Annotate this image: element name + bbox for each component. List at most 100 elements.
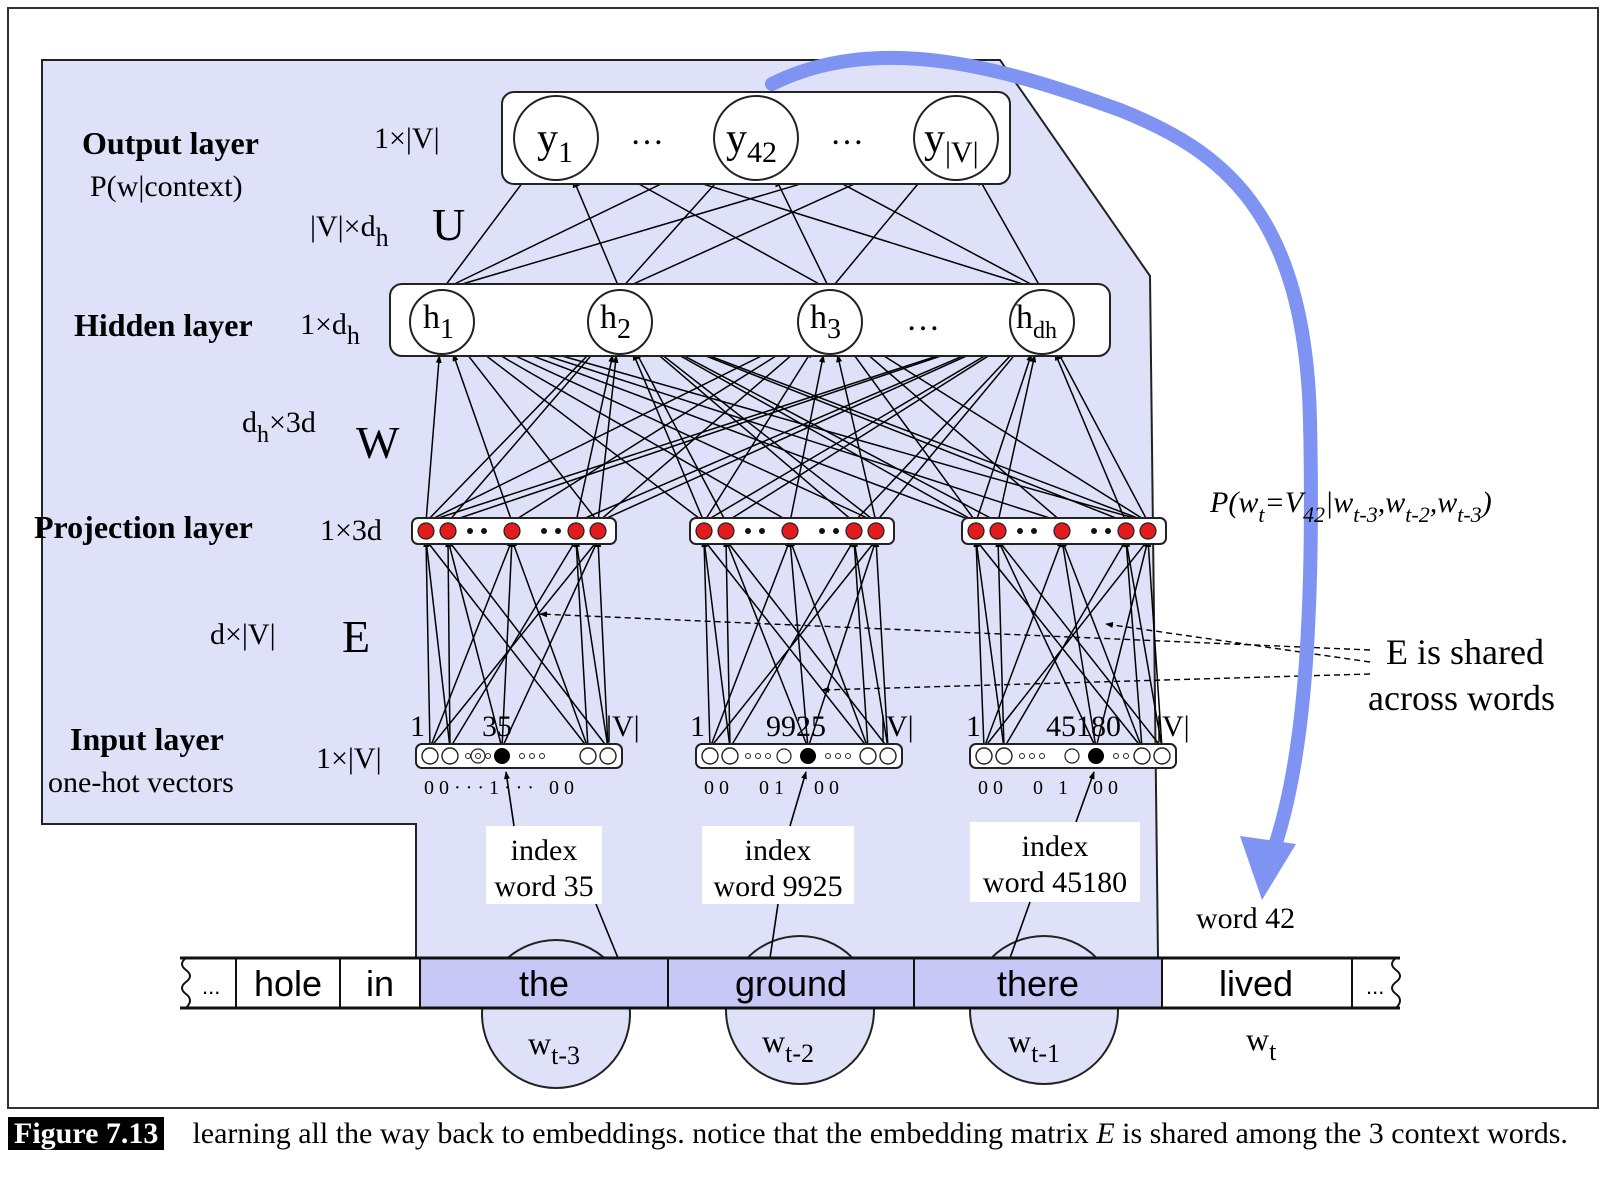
input-node <box>721 747 739 765</box>
projection-node <box>503 522 521 540</box>
input-node <box>599 747 617 765</box>
index-2-line1: index <box>745 834 812 867</box>
input-node <box>1064 748 1080 764</box>
seq-cell-5: there <box>997 963 1079 1004</box>
hidden-layer-dim: 1×dh <box>300 308 360 350</box>
input-dot <box>539 753 545 759</box>
projection-dot <box>1017 528 1023 534</box>
pos-label-3: wt-1 <box>1008 1023 1060 1068</box>
output-ellipsis-2: … <box>830 115 864 152</box>
e-matrix-name: E <box>342 611 370 662</box>
input-3-last: |V| <box>1156 710 1190 743</box>
hidden-node-h3: h3 <box>797 289 863 355</box>
seq-cell-2: in <box>366 963 394 1004</box>
svg-text:y|V|: y|V| <box>924 116 979 169</box>
hidden-layer-box <box>389 283 1111 357</box>
input-dot <box>1019 753 1025 759</box>
projection-layer <box>411 517 1167 545</box>
w-dim: dh×3d <box>242 406 316 448</box>
u-matrix-name: U <box>432 199 465 250</box>
caption-emphasis: E <box>1096 1117 1115 1150</box>
seq-cell-6: lived <box>1219 963 1293 1004</box>
projection-dot <box>555 528 561 534</box>
input-dot <box>1123 753 1129 759</box>
word-sequence: ... hole in the ground there lived ... <box>180 956 1401 1010</box>
u-dim: |V|×dh <box>310 210 389 252</box>
probability-label: P(wt=V42|wt-3,wt-2,wt-3) <box>1209 486 1492 527</box>
pos-label-4: wt <box>1246 1021 1277 1066</box>
input-dot <box>1029 753 1035 759</box>
pos-label-2: wt-2 <box>762 1023 814 1068</box>
figure-label: Figure 7.13 <box>8 1117 165 1150</box>
projection-dot <box>1031 528 1037 534</box>
projection-node <box>717 522 735 540</box>
input-2-bits: 0 0 0 1 0 0 <box>704 777 839 799</box>
projection-node <box>1117 522 1135 540</box>
input-node <box>975 747 993 765</box>
projection-dot <box>541 528 547 534</box>
projection-dot <box>759 528 765 534</box>
index-box-1 <box>486 826 602 904</box>
projection-node <box>867 522 885 540</box>
feedback-arrow <box>765 50 1318 867</box>
index-1-line2: word 35 <box>494 870 593 903</box>
projection-dot <box>833 528 839 534</box>
output-node-y1: y1 <box>513 95 599 181</box>
input-layer-title: Input layer <box>70 721 224 757</box>
input-node <box>776 748 792 764</box>
projection-node <box>1139 522 1157 540</box>
projection-layer-dim: 1×3d <box>320 514 382 547</box>
input-node <box>701 747 719 765</box>
input-1-first: 1 <box>410 710 425 743</box>
input-dot <box>745 753 751 759</box>
projection-node <box>589 522 607 540</box>
svg-text:h3: h3 <box>810 299 841 345</box>
caption-text-2: is shared among the 3 context words. <box>1114 1117 1568 1150</box>
svg-text:h2: h2 <box>600 299 631 345</box>
hidden-ellipsis: … <box>906 301 940 338</box>
projection-dot <box>745 528 751 534</box>
word42-label: word 42 <box>1196 902 1295 935</box>
input-dot <box>825 753 831 759</box>
input-node <box>859 747 877 765</box>
caption-text-1: learning all the way back to embeddings.… <box>192 1117 1097 1150</box>
input-3-bits: 0 0 0 1 0 0 <box>978 777 1118 799</box>
input-layer <box>415 743 1177 769</box>
svg-text:y42: y42 <box>726 116 777 169</box>
projection-node <box>695 522 713 540</box>
projection-node <box>845 522 863 540</box>
w-matrix-name: W <box>356 417 400 468</box>
input-2-first: 1 <box>690 710 705 743</box>
input-dot <box>485 753 491 759</box>
index-box-3 <box>970 822 1140 902</box>
seq-cell-7: ... <box>1366 974 1384 999</box>
input-node <box>441 747 459 765</box>
input-dot <box>845 753 851 759</box>
input-2-last: |V| <box>880 710 914 743</box>
hidden-layer-title: Hidden layer <box>74 307 253 343</box>
input-box-2 <box>695 743 903 769</box>
input-dot <box>519 753 525 759</box>
output-node-yV: y|V| <box>913 95 999 181</box>
projection-dot <box>467 528 473 534</box>
index-1-line1: index <box>511 834 578 867</box>
context-highlight <box>420 958 1162 1008</box>
input-active-node <box>494 748 510 764</box>
input-dot <box>475 753 481 759</box>
input-3-first: 1 <box>966 710 981 743</box>
input-dot <box>755 753 761 759</box>
projection-node <box>781 522 799 540</box>
input-layer-subtitle: one-hot vectors <box>48 766 234 799</box>
feedback-arrowhead <box>1240 836 1296 900</box>
figure-frame <box>7 7 1599 1109</box>
seq-cell-1: hole <box>254 963 322 1004</box>
hidden-node-h1: h1 <box>409 289 475 355</box>
input-dot <box>765 753 771 759</box>
projection-node <box>567 522 585 540</box>
pos-label-1: wt-3 <box>528 1025 580 1070</box>
input-1-index: 35 <box>482 710 512 743</box>
projection-dot <box>481 528 487 534</box>
hidden-node-hdh: hdh <box>1009 289 1075 355</box>
output-layer-dim: 1×|V| <box>374 122 440 155</box>
shared-note-line1: E is shared <box>1386 632 1544 672</box>
